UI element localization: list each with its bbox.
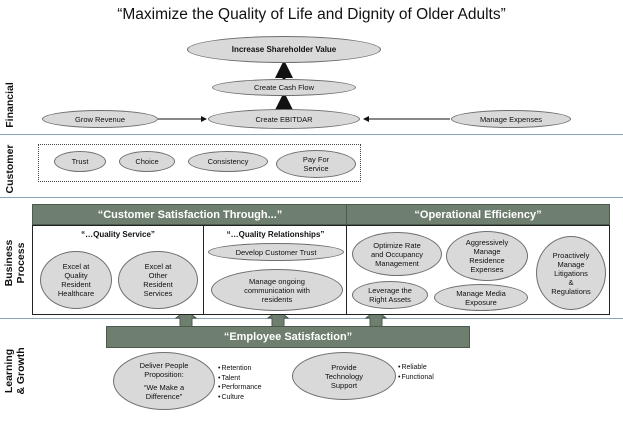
pay-for-service-line1: Pay For: [302, 155, 330, 164]
people-line2: Proposition:: [144, 370, 184, 379]
oval-manage-media: Manage Media Exposure: [434, 284, 528, 311]
excel-quality-line2: Quality: [64, 271, 88, 280]
oval-consistency: Consistency: [188, 151, 268, 172]
oval-leverage-assets: Leverage the Right Assets: [352, 281, 428, 309]
oval-provide-technology-support: Provide Technology Support: [292, 352, 396, 400]
oval-proactively-manage: Proactively Manage Litigations & Regulat…: [536, 236, 606, 310]
divider-customer: [0, 197, 623, 198]
bullet-culture: Culture: [218, 393, 262, 403]
proactively-line1: Proactively: [552, 250, 590, 260]
proactively-line3: Litigations: [554, 268, 588, 278]
excel-quality-line3: Resident: [61, 280, 91, 289]
oval-develop-customer-trust: Develop Customer Trust: [208, 243, 344, 261]
oval-create-cash-flow: Create Cash Flow: [212, 79, 356, 96]
oval-increase-shareholder-value: Increase Shareholder Value: [187, 36, 381, 63]
bullet-performance: Performance: [218, 383, 261, 393]
people-line5: Difference”: [145, 392, 183, 401]
people-bullets: Retention Talent Performance Culture: [218, 364, 262, 403]
bullet-reliable: Reliable: [398, 363, 434, 373]
oval-pay-for-service: Pay For Service: [276, 150, 356, 178]
media-line1: Manage Media: [456, 288, 506, 298]
oval-aggressively-manage: Aggressively Manage Residence Expenses: [446, 231, 528, 281]
excel-other-line2: Other: [148, 271, 168, 280]
oval-manage-expenses: Manage Expenses: [451, 110, 571, 128]
customer-satisfaction-header: “Customer Satisfaction Through...”: [32, 204, 348, 225]
quality-relationships-heading: “…Quality Relationships”: [226, 230, 325, 239]
proactively-line2: Manage: [557, 259, 585, 269]
excel-other-line3: Resident: [143, 280, 173, 289]
tech-bullets: Reliable Functional: [398, 363, 434, 383]
oval-grow-revenue: Grow Revenue: [42, 110, 158, 128]
oval-optimize-rate: Optimize Rate and Occupancy Management: [352, 232, 442, 276]
operational-efficiency-header: “Operational Efficiency”: [346, 204, 610, 225]
manage-comm-line3: residents: [261, 294, 293, 304]
quality-service-heading: “…Quality Service”: [81, 230, 155, 239]
tech-line1: Provide: [331, 362, 357, 372]
oval-excel-quality-healthcare: Excel at Quality Resident Healthcare: [40, 251, 112, 309]
tech-line2: Technology: [325, 371, 363, 381]
manage-comm-line2: communication with: [244, 285, 310, 295]
proactively-line4: &: [568, 277, 574, 287]
leverage-line2: Right Assets: [369, 295, 411, 304]
oval-trust: Trust: [54, 151, 106, 172]
oval-deliver-people-proposition: Deliver People Proposition: “We Make a D…: [113, 352, 215, 410]
oval-create-ebitdar: Create EBITDAR: [208, 109, 360, 129]
media-line2: Exposure: [465, 297, 497, 307]
aggressively-line3: Residence: [469, 256, 505, 265]
excel-other-line1: Excel at: [144, 262, 172, 271]
aggressively-line2: Manage: [473, 247, 501, 256]
bullet-retention: Retention: [218, 364, 262, 374]
excel-quality-line1: Excel at: [62, 262, 90, 271]
people-line4: “We Make a: [143, 383, 185, 392]
optimize-line3: Management: [375, 258, 419, 268]
optimize-line2: and Occupancy: [370, 249, 424, 259]
people-line1: Deliver People: [139, 361, 189, 370]
page-title: “Maximize the Quality of Life and Dignit…: [117, 6, 506, 23]
excel-quality-line4: Healthcare: [57, 289, 95, 298]
bullet-talent: Talent: [218, 374, 262, 384]
leverage-line1: Leverage the: [368, 286, 412, 295]
divider-financial: [0, 134, 623, 135]
employee-satisfaction-bar: “Employee Satisfaction”: [106, 326, 470, 348]
divider-business: [0, 318, 623, 319]
bullet-functional: Functional: [398, 373, 433, 383]
oval-choice: Choice: [119, 151, 175, 172]
proactively-line5: Regulations: [551, 286, 591, 296]
aggressively-line4: Expenses: [470, 265, 504, 274]
pay-for-service-line2: Service: [303, 164, 329, 173]
oval-manage-communication: Manage ongoing communication with reside…: [211, 269, 343, 311]
aggressively-line1: Aggressively: [465, 238, 509, 247]
optimize-line1: Optimize Rate: [373, 240, 421, 250]
oval-excel-other-services: Excel at Other Resident Services: [118, 251, 198, 309]
tech-line3: Support: [330, 380, 358, 390]
customer-dotted-box: [38, 144, 361, 182]
excel-other-line4: Services: [143, 289, 173, 298]
manage-comm-line1: Manage ongoing: [249, 276, 305, 286]
